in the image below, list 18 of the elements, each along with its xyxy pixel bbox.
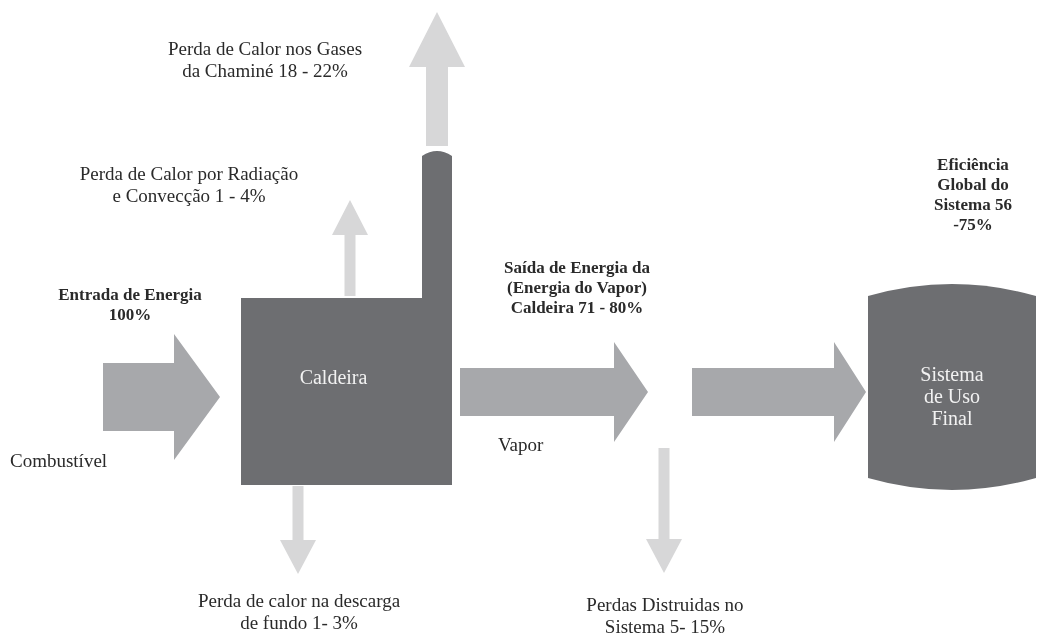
loss-text: Perdas Distruidas no Sistema 5- 15% xyxy=(580,594,750,638)
node-label: Sistema de Uso Final xyxy=(919,363,985,429)
block-arrow xyxy=(103,334,220,460)
loss-text: Perda de calor na descarga de fundo 1- 3% xyxy=(190,590,408,634)
block-arrow xyxy=(409,12,465,146)
block-arrow xyxy=(280,486,316,574)
block-arrow xyxy=(332,200,368,296)
flow-label: Saída de Energia da (Energia do Vapor) Caldeira 71 - 80% xyxy=(503,258,651,318)
flow-label: Entrada de Energia 100% xyxy=(57,285,203,325)
input-label: Combustível xyxy=(10,450,108,472)
node-label: Caldeira xyxy=(298,366,369,388)
flow-label: Vapor xyxy=(498,434,544,456)
block-arrow xyxy=(646,448,682,573)
loss-text: Perda de Calor por Radiação e Convecção 1 - 4% xyxy=(75,163,303,207)
loss-text: Perda de Calor nos Gases da Chaminé 18 - 22% xyxy=(160,38,370,82)
efficiency-label: Eficiência Global do Sistema 56 -75% xyxy=(933,155,1013,235)
block-arrow xyxy=(460,342,648,442)
block-arrow xyxy=(692,342,866,442)
